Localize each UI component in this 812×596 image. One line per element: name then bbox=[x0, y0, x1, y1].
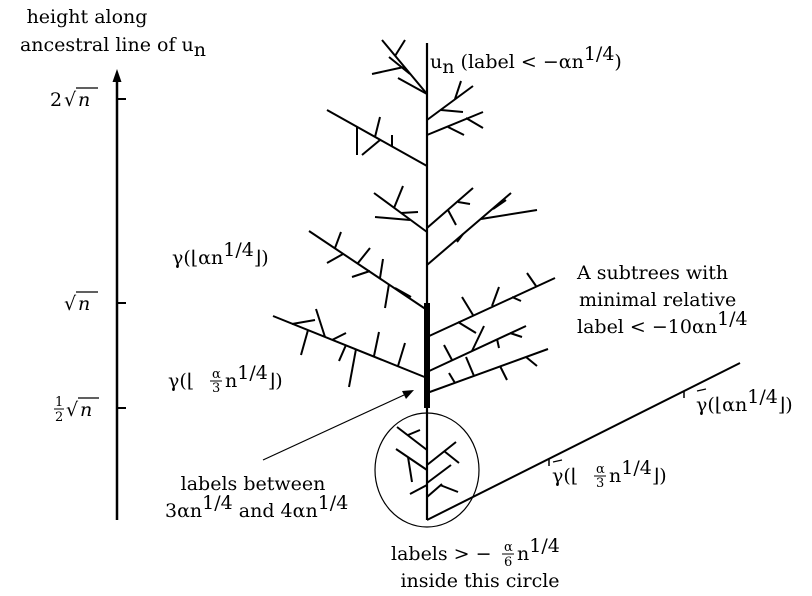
svg-text:n: n bbox=[78, 293, 90, 315]
svg-text:α: α bbox=[212, 367, 221, 382]
label-gamma-alpha: γ(⌊αn1/4⌋) bbox=[172, 239, 269, 269]
axis-title-line1: height along bbox=[27, 6, 148, 28]
left-branch-upper bbox=[326, 109, 484, 167]
svg-text:n: n bbox=[78, 89, 90, 111]
svg-text:√: √ bbox=[64, 293, 77, 315]
tick-label-sqrtn: √ n bbox=[64, 291, 98, 315]
svg-text:3: 3 bbox=[212, 381, 220, 396]
svg-text:γ(⌊: γ(⌊ bbox=[552, 465, 578, 487]
svg-text:1: 1 bbox=[55, 395, 63, 410]
svg-text:2: 2 bbox=[50, 89, 62, 111]
height-axis-arrow bbox=[112, 69, 122, 82]
gamma-tilde-branch bbox=[426, 362, 741, 521]
label-tgamma-third: γ(⌊ α 3 n1/4⌋) bbox=[552, 457, 667, 491]
svg-text:n1/4⌋): n1/4⌋) bbox=[609, 457, 667, 487]
svg-text:γ(⌊αn1/4⌋): γ(⌊αn1/4⌋) bbox=[696, 386, 793, 416]
svg-text:n: n bbox=[80, 399, 92, 421]
label-tgamma-alpha: γ(⌊αn1/4⌋) bbox=[696, 386, 793, 416]
tick-label-2sqrtn: 2 √ n bbox=[50, 87, 98, 111]
svg-text:√: √ bbox=[66, 399, 79, 421]
tree bbox=[272, 39, 741, 521]
svg-text:n1/4: n1/4 bbox=[517, 535, 560, 565]
label-subtrees-line3: label < −10αn1/4 bbox=[577, 308, 748, 338]
tick-label-half-sqrtn: 1 2 √ n bbox=[54, 395, 99, 425]
top-fan bbox=[371, 39, 474, 121]
label-circle-line2: inside this circle bbox=[400, 570, 559, 592]
gamma-third-branch bbox=[272, 308, 428, 388]
label-subtrees-line1: A subtrees with bbox=[576, 262, 728, 284]
svg-text:2: 2 bbox=[55, 410, 63, 425]
svg-text:n1/4⌋): n1/4⌋) bbox=[225, 362, 283, 392]
label-between-line2: 3αn1/4 and 4αn1/4 bbox=[165, 492, 348, 522]
svg-text:√: √ bbox=[64, 89, 77, 111]
svg-text:6: 6 bbox=[504, 555, 512, 570]
label-circle-line1: labels > − α 6 n1/4 bbox=[391, 535, 560, 570]
svg-text:labels > −: labels > − bbox=[391, 543, 492, 565]
label-subtrees-line2: minimal relative bbox=[579, 289, 736, 311]
bottom-subtree bbox=[395, 426, 460, 498]
svg-text:γ(⌊: γ(⌊ bbox=[168, 370, 194, 392]
region-circle bbox=[374, 412, 480, 528]
label-between-line1: labels between bbox=[181, 473, 326, 495]
label-gamma-third: γ(⌊ α 3 n1/4⌋) bbox=[168, 362, 283, 396]
pointer-arrow bbox=[262, 390, 414, 461]
svg-text:α: α bbox=[504, 540, 513, 555]
middle-branches bbox=[373, 185, 538, 266]
right-subtrees bbox=[426, 272, 556, 394]
label-un: un (label < −αn1/4) bbox=[430, 43, 622, 78]
height-axis bbox=[112, 69, 126, 520]
svg-text:α: α bbox=[596, 462, 605, 477]
axis-title-line2: ancestral line of un bbox=[20, 34, 206, 61]
gamma-alpha-branch bbox=[308, 230, 428, 311]
svg-text:3: 3 bbox=[596, 476, 604, 491]
